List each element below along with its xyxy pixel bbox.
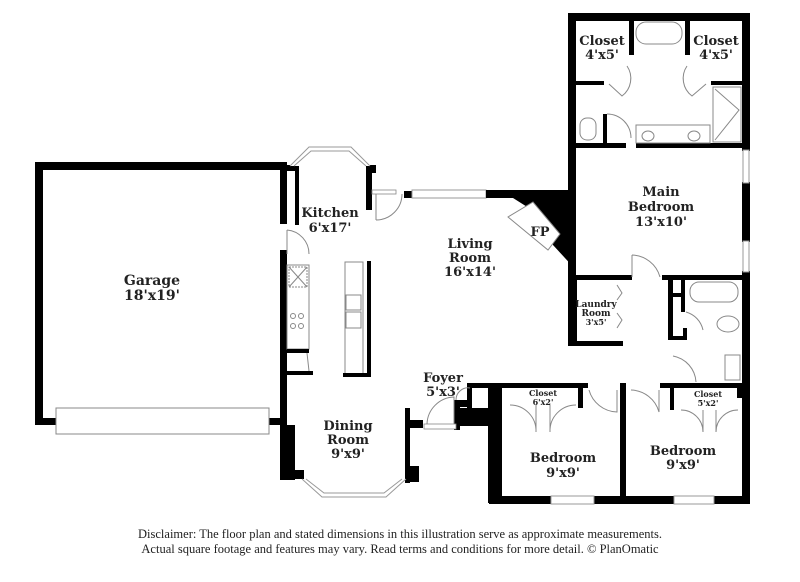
- dining-room-dims: 9'x9': [331, 447, 365, 462]
- main-bedroom-label-2: Bedroom: [628, 200, 695, 215]
- main-bedroom-dims: 13'x10': [635, 215, 687, 230]
- kitchen-garage-door: [286, 229, 310, 255]
- hall-sink-icon: [724, 354, 741, 381]
- laundry-dims: 3'x5': [586, 317, 607, 327]
- toilet-icon: [579, 117, 597, 141]
- bedroom-2-dims: 9'x9': [546, 466, 580, 481]
- stove-icon: [290, 313, 304, 329]
- bedroom-2-window: [550, 495, 595, 505]
- front-door-threshold: [423, 423, 457, 430]
- closet-left-dims: 4'x5': [585, 48, 619, 63]
- bedroom-3-label: Bedroom: [650, 444, 717, 459]
- garage-dims: 18'x19': [124, 288, 180, 304]
- kitchen-label: Kitchen: [301, 206, 359, 221]
- living-room-dims: 16'x14': [444, 265, 496, 280]
- main-bedroom-window-2: [742, 240, 750, 273]
- closet-right-dims: 4'x5': [699, 48, 733, 63]
- bedroom-2-label: Bedroom: [530, 451, 597, 466]
- closet-right-label: Closet: [693, 34, 739, 49]
- foyer-label: Foyer: [423, 371, 463, 386]
- living-window: [411, 189, 487, 199]
- garage-door: [55, 407, 270, 435]
- bathtub-icon: [635, 21, 683, 45]
- main-bedroom-window-1: [742, 149, 750, 184]
- closet-bed2-dims: 6'x2': [533, 397, 554, 407]
- hall-bathtub-icon: [689, 281, 739, 303]
- vanity-icon: [635, 124, 711, 144]
- kitchen-dims: 6'x17': [309, 221, 352, 236]
- shower-icon: [712, 86, 742, 143]
- closet-bed3-dims: 5'x2': [698, 398, 719, 408]
- closet-bed3-label: Closet: [694, 389, 722, 399]
- bedroom-3-dims: 9'x9': [666, 458, 700, 473]
- bedroom-3-window: [673, 495, 715, 505]
- living-room-label-2: Room: [449, 251, 491, 266]
- dining-room-label-1: Dining: [323, 419, 372, 434]
- garage-label: Garage: [124, 273, 180, 289]
- kitchen-walls: [280, 165, 376, 480]
- kitchen-side-door: [375, 193, 403, 221]
- dining-room-label-2: Room: [327, 433, 369, 448]
- main-bedroom-door: [631, 254, 661, 278]
- fireplace-label: FP: [530, 225, 549, 240]
- garage-walls: [35, 162, 287, 425]
- bedrooms-walls: [470, 383, 750, 504]
- refrigerator-icon: [288, 266, 308, 288]
- fireplace-chimney: [486, 190, 576, 270]
- disclaimer-line-2: Actual square footage and features may v…: [141, 542, 659, 556]
- main-bedroom-label-1: Main: [642, 185, 680, 200]
- kitchen-island: [343, 261, 371, 377]
- foyer-dining-walls: [280, 383, 490, 483]
- laundry-label-1: Laundry: [575, 300, 617, 310]
- laundry-walls: [573, 280, 623, 346]
- fireplace: [507, 201, 561, 251]
- laundry-label-2: Room: [581, 309, 610, 319]
- foyer-dims: 5'x3': [426, 385, 460, 400]
- hall-bath-walls: [668, 280, 687, 340]
- living-room-label-1: Living: [447, 237, 492, 252]
- hall-toilet-icon: [716, 315, 740, 333]
- closet-left-label: Closet: [579, 34, 625, 49]
- closet-bed2-label: Closet: [529, 388, 557, 398]
- disclaimer-line-1: Disclaimer: The floor plan and stated di…: [138, 527, 662, 541]
- front-door: [426, 396, 455, 425]
